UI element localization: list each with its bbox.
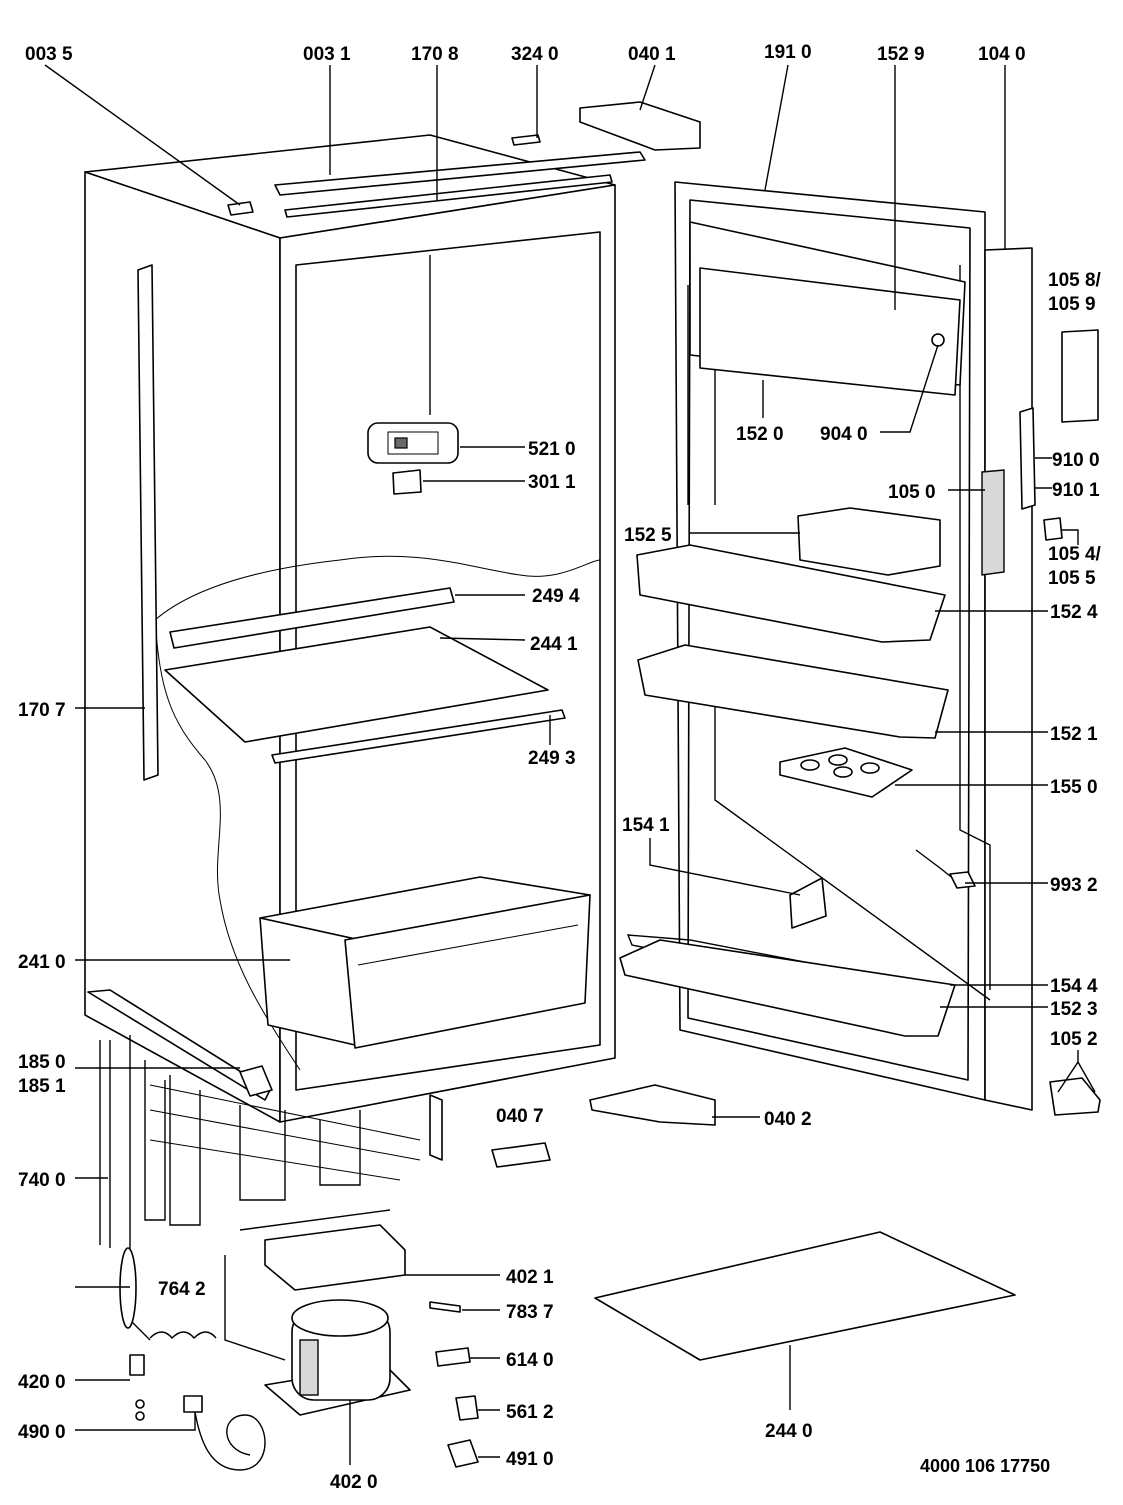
door-handle-part: [981, 469, 1005, 576]
door-bin-middle-part: [637, 644, 949, 739]
cover-plate-part: [491, 1142, 551, 1168]
document-number: 4000 106 17750: [920, 1456, 1050, 1476]
callout-1550: 155 0: [1050, 777, 1098, 798]
power-cable-part: [183, 1395, 266, 1471]
callout-7837: 783 7: [506, 1302, 554, 1323]
lamp-part: [915, 849, 976, 889]
callout-2493: 249 3: [528, 748, 576, 769]
compressor-part: [264, 1299, 411, 1416]
glass-shelf-loose-part: [594, 1231, 1016, 1361]
condenser-part: [99, 1035, 443, 1248]
callout-2441: 244 1: [530, 634, 578, 655]
callout-1054: 105 4/: [1048, 544, 1102, 565]
callout-1050: 105 0: [888, 482, 936, 503]
shelf-trim-rear-part: [169, 587, 455, 649]
screw-part: [1043, 517, 1063, 541]
callout-4900: 490 0: [18, 1422, 66, 1443]
callout-1521: 152 1: [1050, 724, 1098, 745]
callout-1058: 105 8/: [1048, 270, 1102, 291]
callout-4020: 402 0: [330, 1472, 378, 1493]
label-part: [392, 469, 422, 495]
callout-9932: 993 2: [1050, 875, 1098, 896]
callout-1525: 152 5: [624, 525, 672, 546]
callout-9101: 910 1: [1052, 480, 1100, 501]
callout-1523: 152 3: [1050, 999, 1098, 1020]
bottle-stop-part: [789, 877, 827, 929]
callout-1529: 152 9: [877, 44, 925, 65]
relay-part: [435, 1347, 471, 1367]
callout-4200: 420 0: [18, 1372, 66, 1393]
top-hinge-part: [579, 101, 701, 151]
callout-5210: 521 0: [528, 439, 576, 460]
callout-1544: 154 4: [1050, 976, 1098, 997]
callout-1910: 191 0: [764, 42, 812, 63]
callout-1059: 105 9: [1048, 294, 1096, 315]
door-part: [674, 181, 1033, 1111]
callout-1541: 154 1: [622, 815, 670, 836]
callout-1850: 185 0: [18, 1052, 66, 1073]
callout-0402: 040 2: [764, 1109, 812, 1130]
cutaway-edge: [154, 555, 601, 621]
callout-0031: 003 1: [303, 44, 351, 65]
callout-6140: 614 0: [506, 1350, 554, 1371]
thermostat-control-part: [367, 422, 459, 464]
callout-0035: 003 5: [25, 44, 73, 65]
lower-hinge-pin-part: [1049, 1077, 1101, 1116]
callout-1040: 104 0: [978, 44, 1026, 65]
callout-5612: 561 2: [506, 1402, 554, 1423]
callout-9040: 904 0: [820, 424, 868, 445]
callout-1851: 185 1: [18, 1076, 66, 1097]
bottom-hinge-part: [589, 1084, 716, 1126]
callout-2494: 249 4: [532, 586, 580, 607]
plug-part: [129, 1354, 145, 1421]
callout-1524: 152 4: [1050, 602, 1098, 623]
callout-7400: 740 0: [18, 1170, 66, 1191]
callout-3240: 324 0: [511, 44, 559, 65]
leader-lines: [44, 64, 1096, 1465]
egg-tray-part: [779, 747, 913, 798]
cover-part: [447, 1439, 479, 1468]
callout-2410: 241 0: [18, 952, 66, 973]
compressor-bracket-part: [264, 1224, 406, 1291]
callout-3011: 301 1: [528, 472, 576, 493]
callout-9100: 910 0: [1052, 450, 1100, 471]
callout-1520: 152 0: [736, 424, 784, 445]
side-rail-part: [137, 264, 159, 781]
callout-7642: 764 2: [158, 1279, 206, 1300]
callout-0407: 040 7: [496, 1106, 544, 1127]
door-bin-upper-part: [636, 544, 946, 643]
glass-shelf-part: [164, 626, 549, 743]
bracket-part-9100: [1019, 407, 1036, 510]
callout-1055: 105 5: [1048, 568, 1096, 589]
shelf-trim-front-part: [271, 709, 566, 764]
callout-1707: 170 7: [18, 700, 66, 721]
butter-box-part: [797, 507, 941, 576]
callout-1052: 105 2: [1050, 1029, 1098, 1050]
callout-4021: 402 1: [506, 1267, 554, 1288]
capillary-tube-part: [119, 1209, 391, 1361]
pin-part: [429, 1301, 461, 1313]
callout-1708: 170 8: [411, 44, 459, 65]
callout-4910: 491 0: [506, 1449, 554, 1470]
callout-2440: 244 0: [765, 1421, 813, 1442]
door-bin-lower-part: [619, 939, 956, 1037]
callout-0401: 040 1: [628, 44, 676, 65]
callout-labels: 003 5 003 1 170 8 324 0 040 1 191 0 152 …: [18, 42, 1102, 1493]
clip-part: [455, 1395, 479, 1421]
crisper-drawer-part: [259, 876, 591, 1049]
side-hinge-part: [1061, 329, 1099, 423]
